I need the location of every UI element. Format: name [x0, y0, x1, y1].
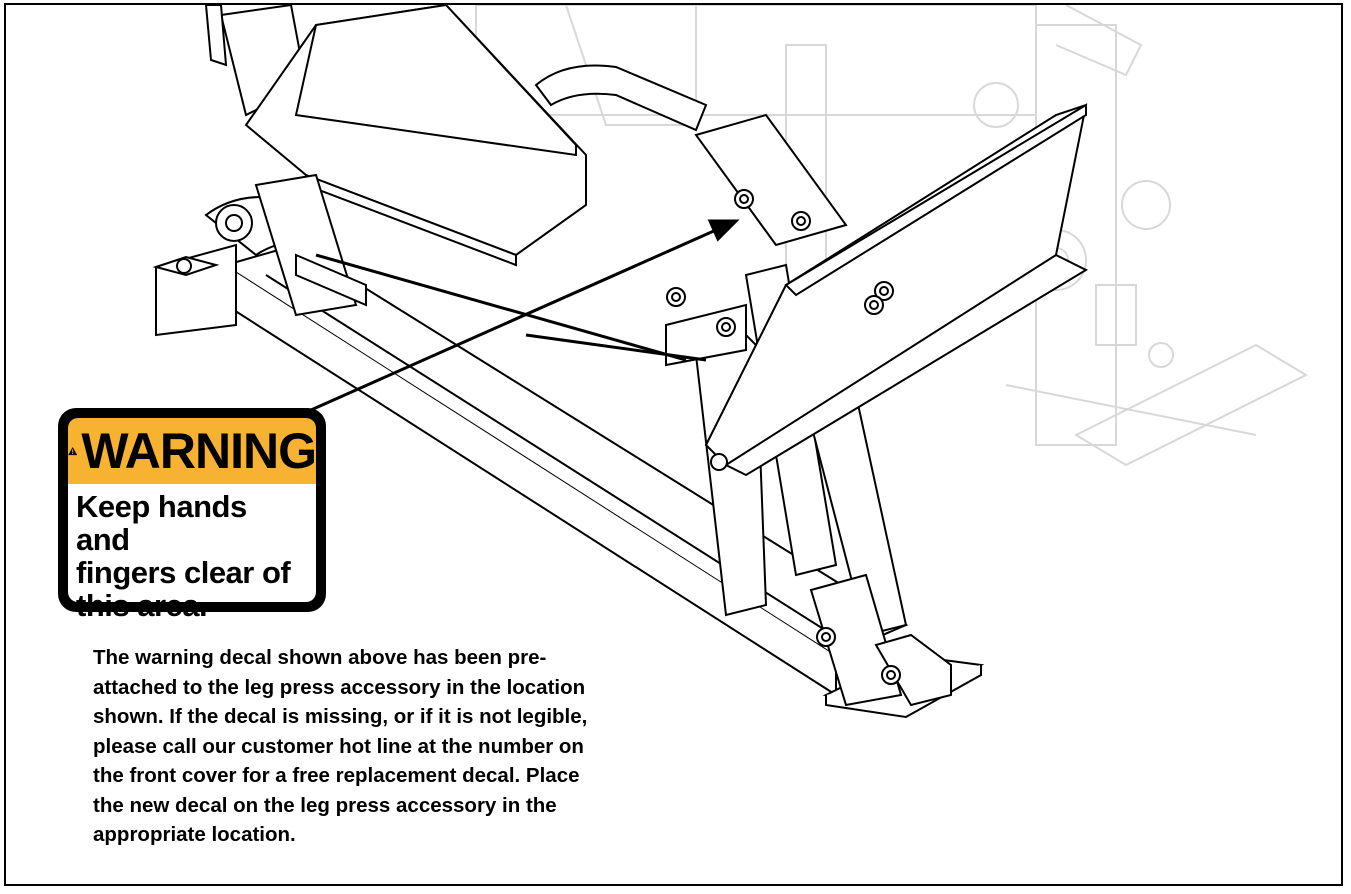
background-machine	[475, 5, 1309, 467]
decal-header-text: WARNING	[81, 423, 317, 479]
foot-plate	[694, 103, 1089, 477]
seat	[204, 5, 708, 317]
decal-notice-paragraph: The warning decal shown above has been p…	[93, 646, 588, 846]
warning-decal: WARNING Keep hands and fingers clear of …	[58, 408, 326, 622]
page-frame: WARNING Keep hands and fingers clear of …	[4, 3, 1343, 886]
warning-triangle-icon	[68, 446, 78, 456]
pointer-arrows	[310, 219, 740, 412]
decal-message: Keep hands and fingers clear of this are…	[68, 484, 316, 622]
decal-header: WARNING	[68, 418, 317, 484]
leg-press-illustration	[152, 5, 1309, 719]
